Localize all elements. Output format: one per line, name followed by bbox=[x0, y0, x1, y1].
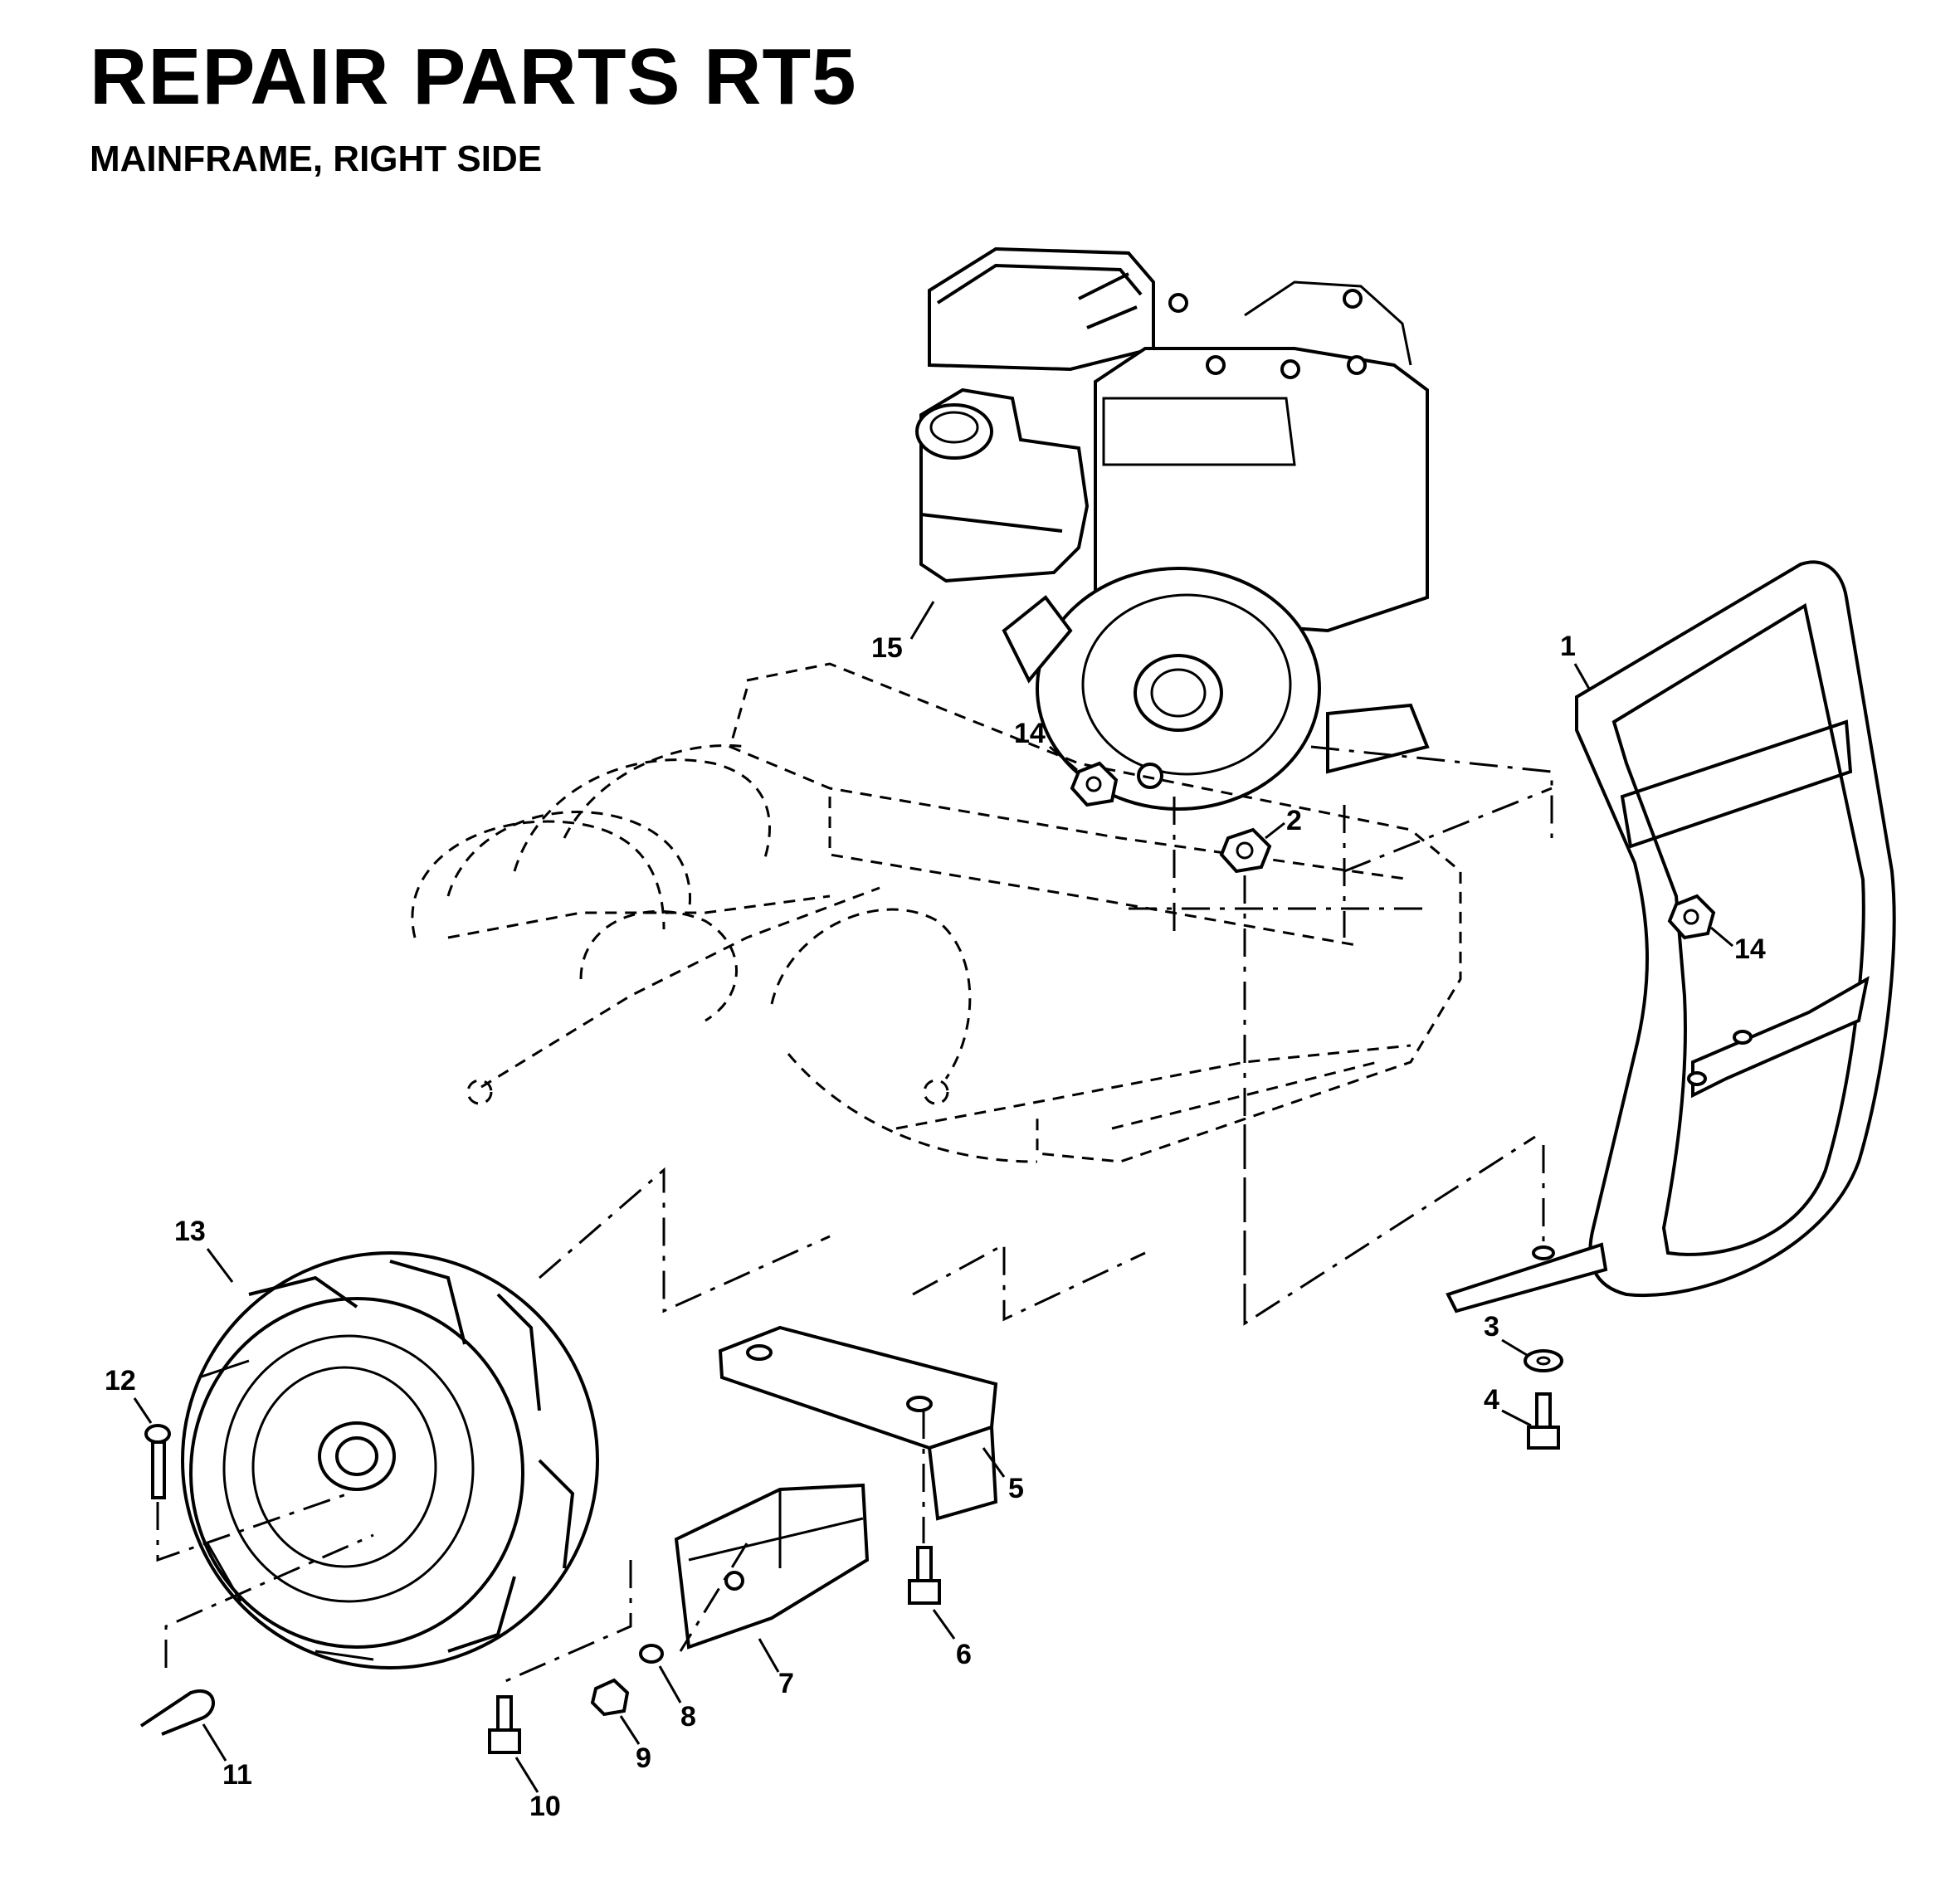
svg-text:5: 5 bbox=[1008, 1473, 1024, 1504]
svg-text:3: 3 bbox=[1484, 1311, 1499, 1343]
svg-text:13: 13 bbox=[174, 1216, 206, 1247]
callout-2: 2 bbox=[1265, 805, 1302, 840]
svg-text:10: 10 bbox=[529, 1791, 561, 1822]
svg-text:8: 8 bbox=[680, 1701, 696, 1733]
svg-text:1: 1 bbox=[1560, 631, 1576, 662]
callout-9: 9 bbox=[619, 1715, 651, 1774]
svg-text:6: 6 bbox=[956, 1639, 972, 1670]
part-callouts: 1 2 3 4 5 6 7 bbox=[105, 601, 1766, 1822]
svg-text:4: 4 bbox=[1484, 1384, 1499, 1416]
page-title: REPAIR PARTS RT5 bbox=[90, 32, 857, 121]
svg-text:7: 7 bbox=[778, 1668, 794, 1699]
callout-14-bumper: 14 bbox=[1710, 926, 1766, 965]
engine-part bbox=[915, 246, 1430, 811]
svg-text:11: 11 bbox=[222, 1759, 252, 1791]
page-subtitle: MAINFRAME, RIGHT SIDE bbox=[90, 139, 543, 179]
callout-14-engine: 14 bbox=[1014, 718, 1078, 772]
callout-8: 8 bbox=[658, 1665, 696, 1733]
bumper-part bbox=[1446, 560, 1896, 1314]
callout-10: 10 bbox=[514, 1757, 561, 1822]
hardware-parts bbox=[139, 761, 1716, 1754]
svg-text:9: 9 bbox=[636, 1742, 651, 1774]
callout-4: 4 bbox=[1484, 1384, 1532, 1427]
callout-1: 1 bbox=[1560, 631, 1591, 690]
svg-text:12: 12 bbox=[105, 1365, 136, 1396]
svg-text:2: 2 bbox=[1286, 805, 1302, 836]
callout-12: 12 bbox=[105, 1365, 153, 1424]
svg-text:15: 15 bbox=[871, 632, 903, 664]
callout-11: 11 bbox=[202, 1723, 252, 1791]
callout-3: 3 bbox=[1484, 1311, 1528, 1357]
svg-text:14: 14 bbox=[1014, 718, 1046, 749]
callout-15: 15 bbox=[871, 601, 935, 664]
callout-5: 5 bbox=[982, 1447, 1024, 1504]
mainframe-reference-outline bbox=[411, 662, 1707, 1326]
callout-7: 7 bbox=[758, 1638, 794, 1699]
callout-13: 13 bbox=[174, 1216, 234, 1283]
svg-text:14: 14 bbox=[1734, 933, 1766, 965]
callout-6: 6 bbox=[932, 1609, 972, 1670]
